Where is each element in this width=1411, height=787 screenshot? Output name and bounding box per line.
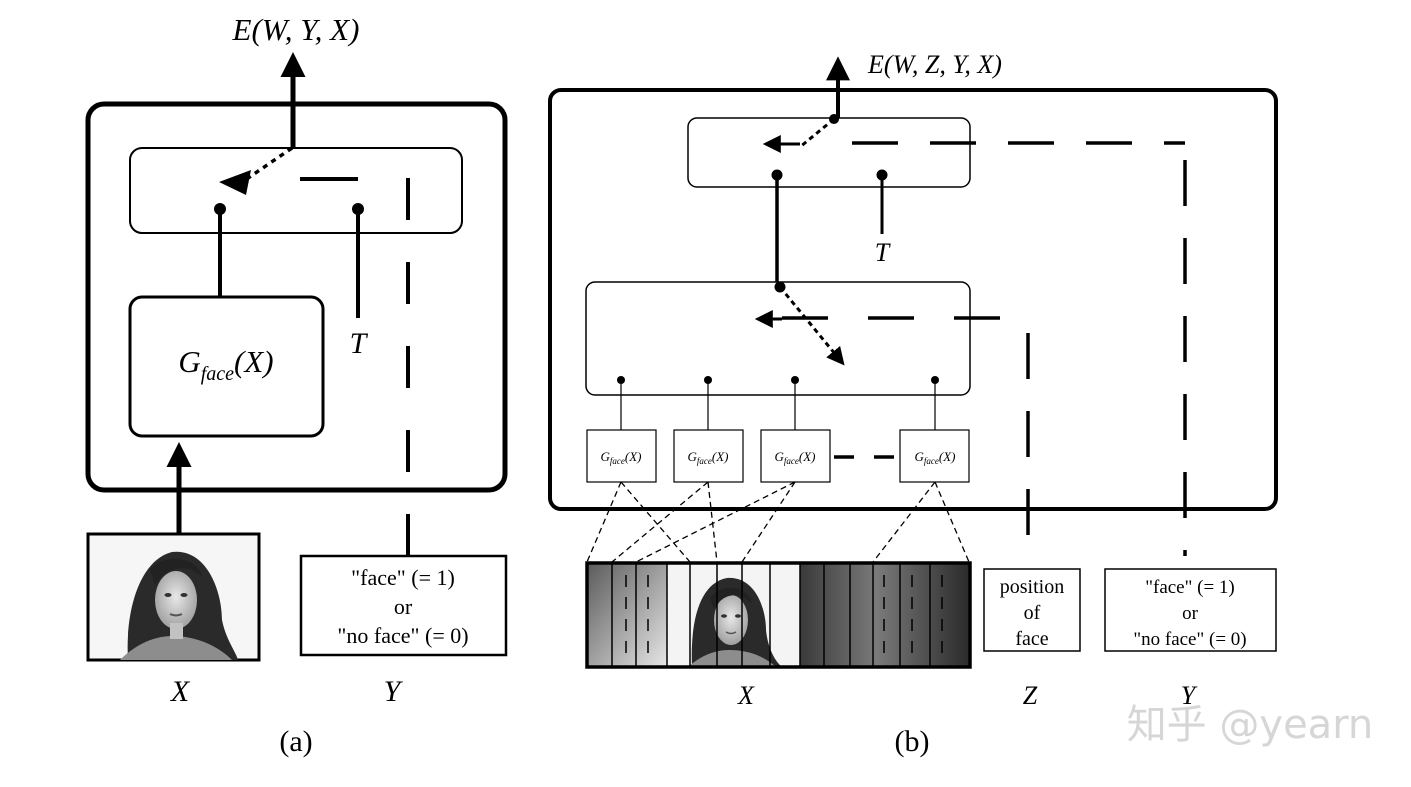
gface-small-box-2-b: Gface(X)	[673, 429, 744, 483]
gface-small-box-4-b: Gface(X)	[899, 429, 970, 483]
panel-caption-b: (b)	[895, 725, 930, 758]
gface-box-a	[128, 295, 325, 438]
panel-caption-a: (a)	[279, 725, 312, 758]
input-image-strip-b	[585, 561, 972, 669]
outer-module-b	[548, 88, 1278, 511]
y-target-line1-a: "face" (= 1)	[351, 565, 455, 590]
y-target-box-a	[299, 554, 508, 657]
panel-b: E(W, Z, Y, X) T G	[548, 50, 1278, 758]
z-caption-b: Z	[1023, 681, 1038, 710]
top-switch-box-b	[687, 117, 971, 188]
y-caption-a: Y	[384, 675, 404, 708]
watermark: 知乎 @yearn	[1127, 702, 1374, 748]
svg-text:Gface(X): Gface(X)	[915, 449, 956, 466]
y-target-line2-a: or	[394, 594, 413, 619]
z-box-line1-b: position	[1000, 576, 1064, 598]
panel-a: E(W, Y, X) T Gface(X)	[85, 12, 508, 758]
face-image-a	[86, 532, 261, 662]
switch-box-a	[129, 147, 463, 234]
switch-arrowhead-a	[219, 170, 251, 195]
gface-small-box-3-b: Gface(X)	[760, 429, 831, 483]
outer-module-a	[85, 101, 508, 493]
gface-label-a: Gface(X)	[178, 344, 273, 385]
x-caption-a: X	[170, 675, 191, 708]
y-target-line3-b: "no face" (= 0)	[1133, 629, 1246, 650]
energy-label-b: E(W, Z, Y, X)	[867, 50, 1002, 79]
svg-text:Gface(X): Gface(X)	[601, 449, 642, 466]
switch-dotted-a	[234, 146, 293, 189]
y-caption-b: Y	[1181, 681, 1198, 710]
svg-text:Gface(X): Gface(X)	[775, 449, 816, 466]
gface-small-box-1-b: Gface(X)	[586, 429, 657, 483]
z-box-line2-b: of	[1024, 602, 1041, 624]
z-position-box-b	[983, 568, 1081, 652]
y-target-line1-b: "face" (= 1)	[1145, 577, 1235, 598]
t-label-b: T	[875, 238, 891, 267]
t-label-a: T	[350, 327, 369, 360]
energy-label-a: E(W, Y, X)	[232, 12, 360, 47]
z-box-line3-b: face	[1015, 628, 1048, 650]
x-caption-b: X	[737, 681, 755, 710]
middle-selector-box-b	[585, 281, 971, 396]
top-switch-dotted-b	[799, 117, 835, 149]
y-target-line2-b: or	[1182, 603, 1199, 624]
middle-dotted-b	[778, 286, 845, 366]
y-target-box-b	[1104, 568, 1277, 652]
receptive-field-lines-b	[586, 481, 970, 563]
svg-text:Gface(X): Gface(X)	[688, 449, 729, 466]
y-target-line3-a: "no face" (= 0)	[337, 623, 468, 648]
top-switch-pivot-b	[829, 114, 839, 124]
